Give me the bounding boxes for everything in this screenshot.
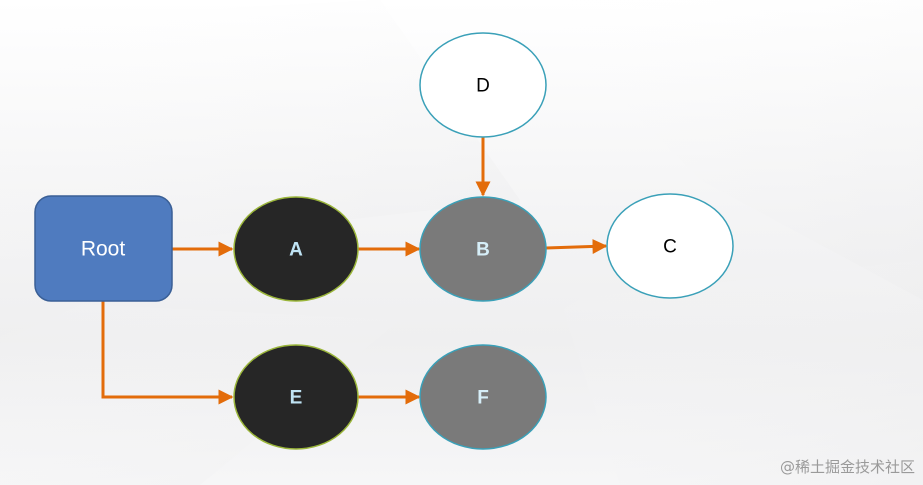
edge-b-c [545, 238, 608, 254]
node-c-label: C [663, 237, 677, 258]
node-b[interactable]: B [419, 196, 547, 302]
node-root-shape [34, 195, 173, 302]
bg-facet [520, 0, 923, 300]
bg-facet [560, 260, 923, 485]
node-e-shape [233, 344, 359, 450]
node-f[interactable]: F [419, 344, 547, 450]
bg-facet [0, 0, 520, 260]
node-root[interactable]: Root [34, 195, 173, 302]
node-f-label: F [477, 388, 489, 409]
node-d[interactable]: D [419, 32, 547, 138]
node-f-shape [419, 344, 547, 450]
node-d-label: D [476, 76, 490, 97]
node-b-shape [419, 196, 547, 302]
node-e[interactable]: E [233, 344, 359, 450]
node-c-shape [606, 193, 734, 299]
node-a-shape [233, 196, 359, 302]
watermark: @稀土掘金技术社区 [779, 458, 915, 476]
edge-root-e [101, 301, 234, 405]
node-root-label: Root [81, 238, 126, 261]
node-a[interactable]: A [233, 196, 359, 302]
node-c[interactable]: C [606, 193, 734, 299]
node-e-label: E [290, 388, 303, 409]
node-d-shape [419, 32, 547, 138]
node-b-label: B [476, 240, 490, 261]
edges [101, 137, 608, 405]
node-a-label: A [289, 240, 303, 261]
